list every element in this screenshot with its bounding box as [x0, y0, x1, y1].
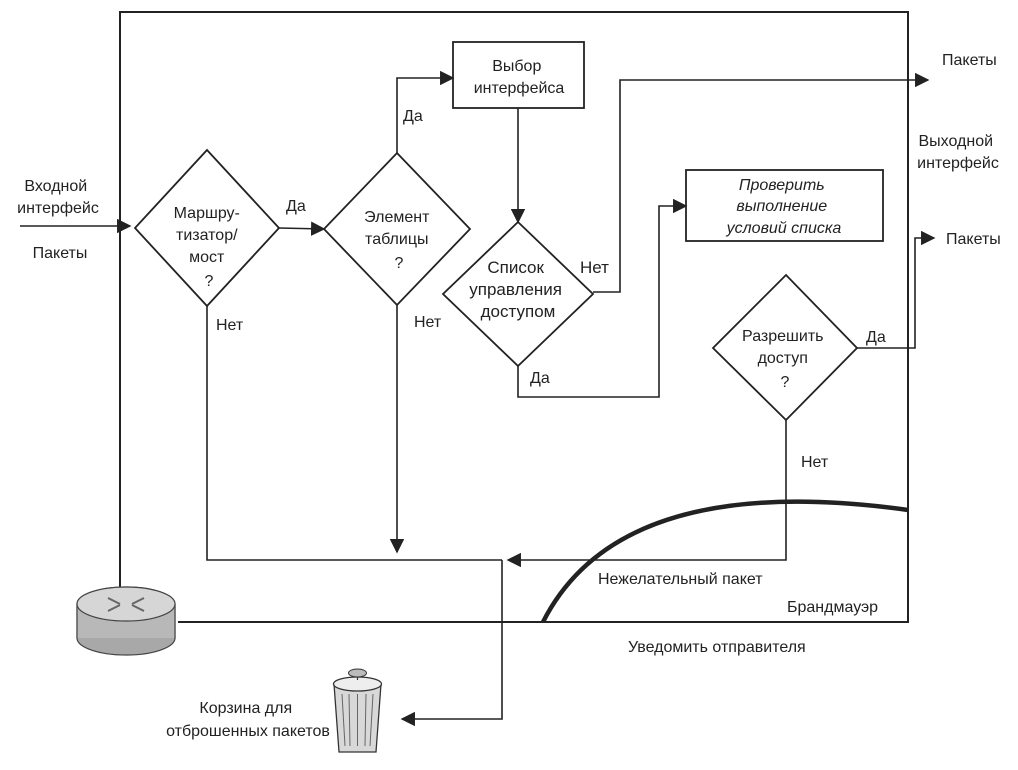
no-label-table: Нет [414, 314, 442, 331]
no-label-acl: Нет [580, 258, 609, 277]
yes-label-table: Да [403, 108, 423, 125]
output-interface-label: Выходной интерфейс [917, 133, 999, 172]
unwanted-packet-label: Нежелательный пакет [598, 571, 763, 588]
trash-label: Корзина для отброшенных пакетов [166, 700, 330, 740]
input-packets-label: Пакеты [33, 245, 88, 262]
check-conditions-box [685, 169, 884, 242]
firewall-label: Брандмауэр [787, 599, 878, 616]
interface-select-box [452, 41, 585, 109]
router-frame [119, 11, 909, 623]
yes-table-to-select [396, 70, 455, 153]
discard-to-trash [400, 560, 503, 727]
interface-select-label: Выбор интерфейса [474, 58, 565, 97]
router-icon [76, 586, 176, 656]
input-interface-label: Входной интерфейс [17, 178, 99, 217]
yes-label-permit: Да [866, 329, 886, 346]
yes-router-to-table [278, 221, 326, 236]
trash-can-icon [332, 668, 383, 753]
output-packets-top-label: Пакеты [942, 52, 997, 69]
yes-label-router: Да [286, 198, 306, 215]
yes-permit-to-output [857, 230, 936, 349]
table-entry-decision [322, 151, 472, 307]
no-permit-to-discard [506, 420, 787, 568]
yes-acl-to-check [517, 198, 688, 398]
router-bridge-label: Маршру- тизатор/ мост ? [174, 205, 245, 290]
yes-label-acl: Да [530, 370, 550, 387]
permit-access-decision [711, 273, 859, 422]
table-entry-label: Элемент таблицы ? [364, 209, 434, 272]
check-conditions-label: Проверить выполнение условий списка [726, 177, 842, 237]
output-packets-right-label: Пакеты [946, 231, 1001, 248]
no-label-permit: Нет [801, 454, 829, 471]
firewall-arc [540, 499, 909, 624]
notify-sender-label: Уведомить отправителя [628, 639, 806, 656]
permit-access-label: Разрешить доступ ? [742, 328, 828, 391]
acl-label: Список управления доступом [469, 258, 566, 321]
no-acl-to-output [593, 72, 930, 293]
no-router-to-discard [206, 306, 502, 561]
no-label-router: Нет [216, 317, 244, 334]
